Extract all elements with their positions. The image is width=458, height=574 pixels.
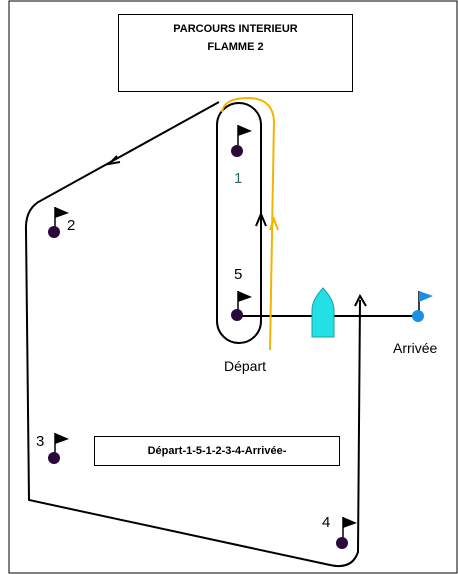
mark-5-label: 5 bbox=[234, 266, 243, 283]
mark-4-icon bbox=[336, 517, 357, 549]
start-path bbox=[221, 96, 276, 351]
mark-2-label: 2 bbox=[67, 217, 76, 234]
title-box: PARCOURS INTERIEUR FLAMME 2 bbox=[118, 14, 353, 92]
inner-arrow bbox=[255, 211, 267, 227]
finish-buoy-icon bbox=[412, 291, 433, 322]
course-arrow-right bbox=[354, 293, 367, 307]
mark-3-icon bbox=[48, 433, 69, 464]
arrivee-label: Arrivée bbox=[393, 340, 438, 356]
title-line-2: FLAMME 2 bbox=[207, 41, 264, 53]
title-line-1: PARCOURS INTERIEUR bbox=[173, 23, 298, 35]
depart-label: Départ bbox=[224, 358, 267, 374]
course-arrow-upper bbox=[106, 155, 121, 166]
inner-loop bbox=[216, 102, 262, 344]
mark-4-label: 4 bbox=[322, 514, 331, 531]
mark-1-label: 1 bbox=[234, 170, 243, 187]
mark-2-icon bbox=[48, 207, 69, 238]
course-loop bbox=[24, 101, 361, 568]
mark-3-label: 3 bbox=[36, 433, 45, 450]
boat-icon bbox=[311, 287, 335, 338]
outer-border bbox=[8, 0, 458, 574]
mark-5-icon bbox=[231, 291, 252, 321]
mark-1-icon bbox=[231, 125, 252, 157]
start-path-arrow bbox=[269, 216, 279, 231]
route-box: Départ-1-5-1-2-3-4-Arrivée- bbox=[94, 436, 340, 466]
